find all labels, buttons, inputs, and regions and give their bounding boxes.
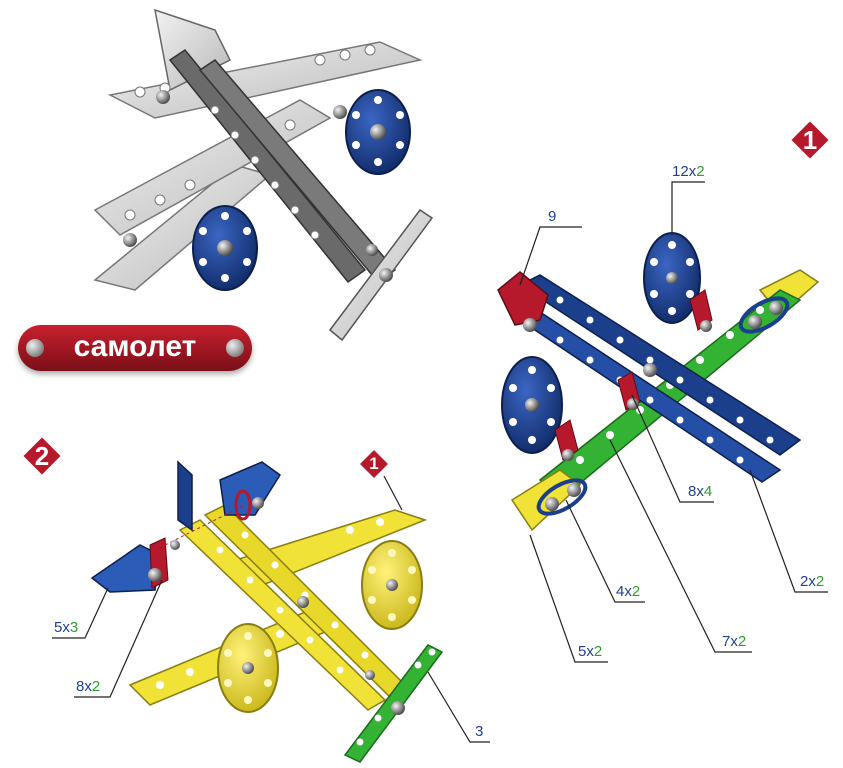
title-banner: самолет	[18, 325, 252, 371]
blue-tail-plate-left	[92, 545, 160, 592]
callout-12x2: 12x2	[672, 164, 705, 180]
callout-3: 3	[475, 724, 483, 740]
callout-sep: x	[586, 643, 594, 660]
callout-sep: x	[84, 678, 92, 695]
step-2-badge: 2	[20, 434, 64, 478]
callout-7x2: 7x2	[722, 634, 746, 650]
callout-count: 2	[738, 633, 746, 650]
callout-sep: x	[62, 619, 70, 636]
finished-airplane	[95, 10, 432, 340]
callout-8x2: 8x2	[76, 679, 100, 695]
callout-5x3: 5x3	[54, 620, 78, 636]
callout-count: 2	[594, 643, 602, 660]
callout-4x2: 4x2	[616, 584, 640, 600]
callout-2x2: 2x2	[800, 574, 824, 590]
callout-count: 2	[696, 163, 704, 180]
blue-tail-fin	[178, 462, 192, 530]
callout-count: 2	[632, 583, 640, 600]
callout-sep: x	[624, 583, 632, 600]
callout-count: 2	[816, 573, 824, 590]
callout-8x4: 8x4	[688, 484, 712, 500]
yellow-plate-left	[512, 470, 580, 530]
leader-9	[520, 227, 582, 285]
step2-assembly-view	[52, 462, 490, 762]
ref-1-number: 1	[358, 448, 390, 480]
step-1-number: 1	[788, 118, 832, 162]
callout-5x2: 5x2	[578, 644, 602, 660]
callout-qty: 9	[548, 208, 556, 225]
callout-sep: x	[730, 633, 738, 650]
title-text: самолет	[18, 325, 252, 371]
callout-sep: x	[696, 483, 704, 500]
leader-7x2	[610, 440, 752, 652]
leader-12x2	[672, 182, 705, 235]
step1-exploded-view	[498, 182, 828, 662]
callout-count: 3	[70, 619, 78, 636]
ref-1-badge: 1	[358, 448, 390, 480]
callout-9: 9	[548, 209, 556, 225]
callout-count: 4	[704, 483, 712, 500]
callout-sep: x	[808, 573, 816, 590]
callout-qty: 12	[672, 163, 689, 180]
step-2-number: 2	[20, 434, 64, 478]
callout-count: 2	[92, 678, 100, 695]
bolt-icon	[226, 339, 244, 357]
step-1-badge: 1	[788, 118, 832, 162]
leader-ref1	[384, 476, 402, 510]
callout-qty: 3	[475, 723, 483, 740]
